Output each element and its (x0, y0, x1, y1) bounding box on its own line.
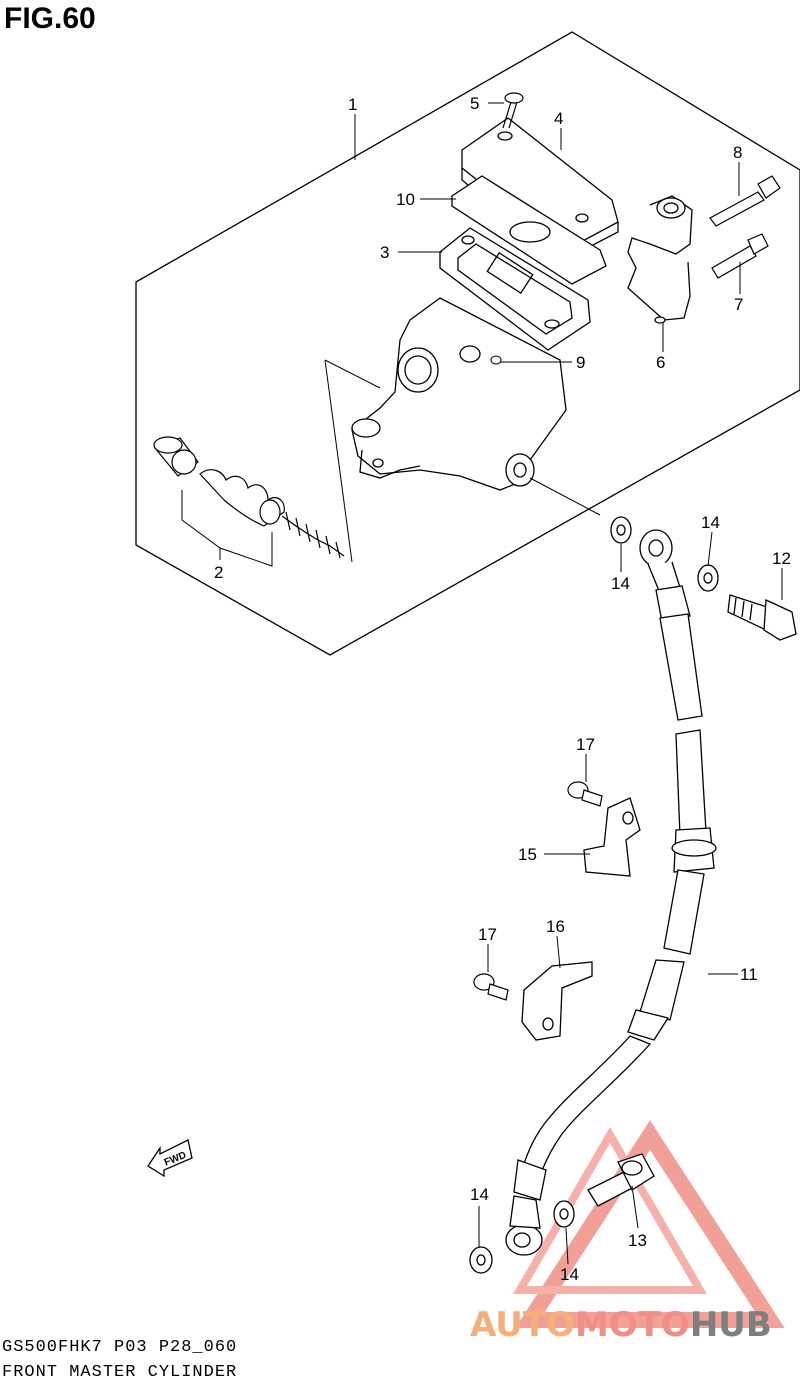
watermark-part-moto: MOTO (574, 1305, 690, 1345)
hose-clamp-15 (583, 797, 641, 877)
callout-12: 12 (772, 549, 791, 568)
callout-7: 7 (734, 295, 743, 314)
callout-15: 15 (518, 845, 537, 864)
callout-6: 6 (656, 353, 665, 372)
assembly-boundary (135, 31, 800, 656)
leader-lines (181, 102, 783, 1265)
projection-lines (324, 359, 601, 563)
cap-screw (502, 92, 524, 129)
hose-clamp-16 (521, 961, 593, 1041)
footer-code: GS500FHK7 P03 P28_060 (2, 1338, 238, 1357)
callout-14-lower-left: 14 (470, 1185, 489, 1204)
callout-14-banjo-left: 14 (611, 574, 630, 593)
callout-14-banjo-right: 14 (701, 513, 720, 532)
banjo-bolt-upper (727, 594, 797, 641)
callout-3: 3 (380, 243, 389, 262)
callout-9: 9 (576, 353, 585, 372)
fwd-arrow-icon: FWD (147, 1139, 193, 1178)
clamp-holder (627, 195, 693, 324)
washers-lower (469, 1200, 575, 1274)
callout-17-lower: 17 (478, 925, 497, 944)
diaphragm (439, 227, 591, 351)
washers-upper (610, 516, 719, 592)
callout-11: 11 (740, 965, 758, 984)
bolt-17-lower (473, 973, 509, 1001)
banjo-bolt-lower (587, 1153, 655, 1207)
watermark-text: AUTOMOTOHUB (470, 1305, 772, 1345)
bolt-17-upper (567, 781, 603, 807)
callout-4: 4 (554, 109, 563, 128)
callout-5: 5 (470, 94, 479, 113)
callout-2: 2 (214, 563, 223, 582)
footer-caption: FRONT MASTER CYLINDER (2, 1363, 238, 1382)
callout-16: 16 (546, 917, 565, 936)
watermark-part-auto: AUTO (470, 1305, 575, 1345)
figure-title: FIG.60 (4, 2, 96, 35)
callout-17-upper: 17 (576, 735, 595, 754)
watermark-part-hub: HUB (689, 1305, 772, 1345)
callout-1: 1 (348, 95, 357, 114)
reservoir-cap (461, 117, 619, 263)
diaphragm-plate (451, 175, 607, 285)
callout-13: 13 (628, 1231, 647, 1250)
callout-labels: 1 2 3 4 5 6 7 8 9 10 11 12 13 14 14 14 1… (214, 94, 791, 1284)
brake-hose (505, 529, 717, 1256)
piston-kit (153, 436, 345, 559)
callout-10: 10 (396, 190, 415, 209)
small-screw-9 (490, 355, 502, 365)
master-cylinder-body (351, 297, 567, 491)
clamp-bolts (709, 175, 781, 279)
callout-14-lower-right: 14 (560, 1265, 579, 1284)
callout-8: 8 (733, 143, 742, 162)
